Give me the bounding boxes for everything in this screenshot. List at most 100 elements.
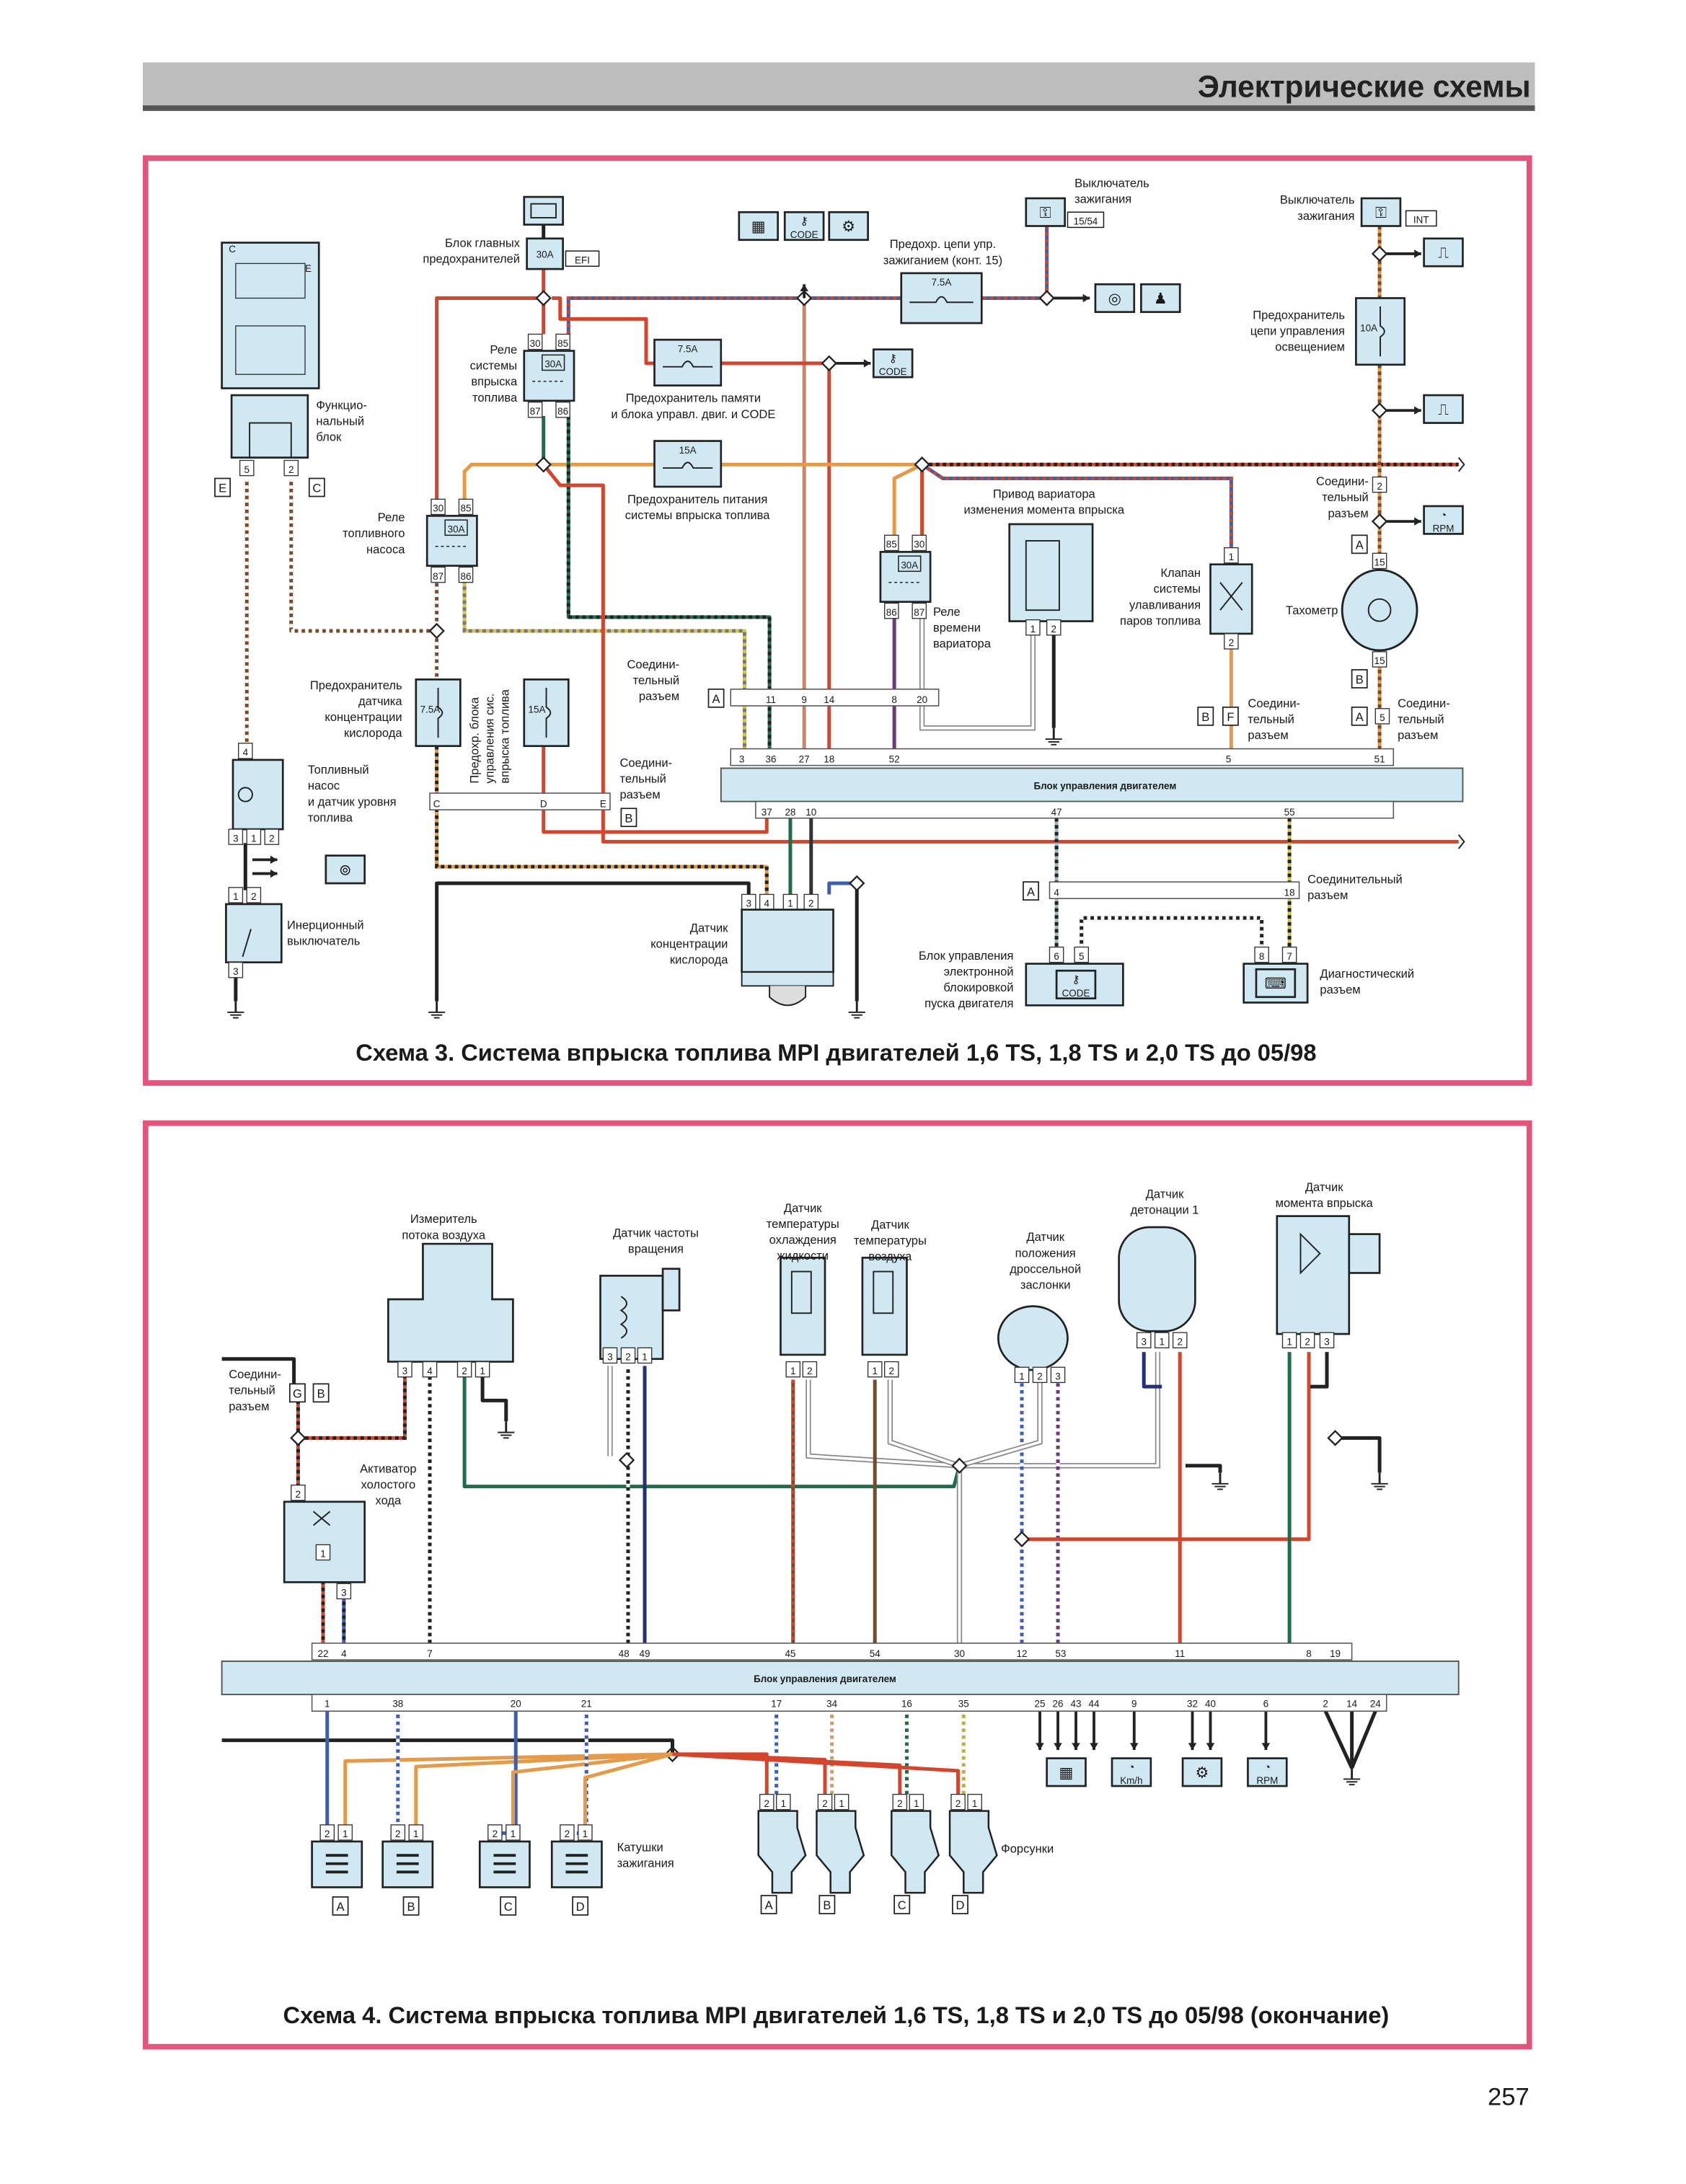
knock-sensor — [1118, 1226, 1196, 1332]
air-temp-sensor-label: температуры — [854, 1234, 927, 1247]
diagnostic-label: разъем — [1320, 983, 1360, 996]
variator-actuator-label: изменения момента впрыска — [963, 503, 1124, 517]
pin-box — [239, 459, 255, 477]
pin-label: 3 — [1055, 1371, 1060, 1382]
ecu-pin: 6 — [1263, 1698, 1268, 1709]
connector-letter-box — [893, 1895, 911, 1914]
knock-shield-wire-core — [959, 1352, 1160, 1467]
pin-label: 8 — [1259, 951, 1264, 962]
speedometer-icon-text: Km/h — [1120, 1775, 1142, 1786]
ecu-pin: 45 — [785, 1648, 795, 1659]
ecu-pin: 25 — [1035, 1698, 1046, 1709]
fuel-gauge-icon — [325, 854, 366, 885]
pin-label: 5 — [1380, 712, 1385, 723]
relay-rating-box — [898, 555, 922, 572]
ignition-switch-right-label: зажигания — [1297, 209, 1354, 223]
ecu-pin: 38 — [392, 1698, 403, 1709]
functional-block-label: нальный — [316, 414, 364, 428]
coolant-sensor-label: охлаждения — [769, 1233, 837, 1247]
header-bar — [143, 62, 1535, 109]
pin-label: 1 — [413, 1829, 418, 1839]
pin-box — [759, 1793, 774, 1811]
pin-label: 1 — [872, 1366, 877, 1376]
pin-label: 1 — [1019, 1371, 1024, 1382]
pin-box — [458, 498, 474, 516]
speedometer-icon-glyph: ◔ — [1128, 1761, 1134, 1774]
pin-box — [1154, 1332, 1170, 1348]
junction-node — [535, 290, 552, 306]
coil-icon — [396, 1854, 419, 1874]
connector-single-label: разъем — [1307, 888, 1348, 902]
timing-3-wire — [1310, 1352, 1329, 1389]
arrow-head — [270, 869, 278, 878]
connector-a-pin: 14 — [824, 694, 834, 705]
fuse-box-mark-c: C — [229, 244, 236, 255]
pin-box — [431, 566, 446, 583]
fuse-element-icon — [909, 296, 974, 304]
fuse-box-mark-e: E — [305, 263, 312, 274]
ecu-pin: 40 — [1205, 1698, 1216, 1709]
pump-relay-label: насоса — [366, 542, 405, 556]
junction-node — [1327, 1430, 1343, 1446]
connector-letter-box — [288, 1383, 306, 1403]
pin-box — [1299, 1332, 1315, 1348]
o2-heater-wire-stripe — [435, 746, 769, 895]
ecu2-bottom-pin-strip — [311, 1694, 1387, 1712]
junction-node — [848, 875, 865, 892]
arrow-head — [1414, 249, 1421, 258]
ecu-pin: 36 — [766, 754, 777, 765]
pin-box — [1281, 1332, 1297, 1348]
lamp-icon-glyph: ⎍ — [1438, 245, 1449, 262]
ecu-pin: 43 — [1071, 1698, 1082, 1709]
pin-label: 30 — [530, 338, 541, 349]
functional-block — [230, 394, 309, 459]
ecu-pin: 24 — [1370, 1698, 1381, 1709]
functional-block-label: Функцио- — [316, 398, 367, 412]
pin-box — [1032, 1366, 1048, 1384]
pin-box — [1049, 946, 1064, 963]
connector-letter: F — [1227, 710, 1234, 724]
variator-relay-87-wire-core — [920, 610, 1035, 730]
arrow-head — [1054, 1743, 1062, 1751]
pin-box — [1372, 552, 1387, 570]
timing-sensor-connector — [1348, 1233, 1381, 1274]
diagnostic-label: Диагностический — [1320, 967, 1414, 981]
pin-label: 1 — [781, 1798, 786, 1809]
pin-label: 3 — [233, 966, 238, 977]
connector-letter-box — [572, 1896, 589, 1916]
pin-label: 2 — [1051, 624, 1056, 635]
pin-box — [1281, 946, 1297, 963]
battery-icon — [523, 195, 564, 226]
main-fuse-block-label: Блок главных — [445, 236, 521, 249]
continuation-chevron — [1457, 457, 1465, 472]
pin-box — [397, 1361, 412, 1378]
abs-icon-glyph: ◎ — [1108, 291, 1121, 307]
connector-letter-box — [308, 477, 325, 498]
pin-box — [315, 1544, 331, 1561]
fuse-rating: 7.5A — [420, 704, 441, 715]
coolant-2-wire-core — [807, 1379, 960, 1467]
header-bar-shadow — [143, 105, 1535, 111]
connector-letter-box — [1023, 881, 1039, 901]
pin-label: 3 — [1324, 1336, 1329, 1347]
pin-box — [560, 1824, 575, 1841]
pin-box — [527, 333, 543, 350]
pin-box — [487, 1824, 503, 1841]
header-title: Электрические схемы — [1198, 70, 1531, 104]
pin-box — [431, 498, 446, 516]
maf-feed-wire — [298, 1372, 407, 1440]
motor-icon — [237, 787, 253, 803]
fuse-rating: 15A — [529, 704, 546, 715]
injection-relay-label: Реле — [490, 342, 517, 356]
knock-sensor-label: Датчик — [1146, 1188, 1184, 1201]
pin-box — [620, 1347, 636, 1364]
canister-valve-label: Клапан — [1160, 566, 1201, 580]
connector-label: Соедини- — [619, 756, 672, 770]
pin-box — [1254, 946, 1269, 963]
injection-relay-label: топлива — [472, 391, 518, 404]
canister-valve-label: паров топлива — [1120, 614, 1201, 627]
pin-label: 2 — [807, 1366, 812, 1376]
ecu-label: Блок управления двигателем — [754, 1674, 896, 1684]
memory-fuse-feed-wire — [552, 296, 655, 366]
air-temp-sensor-label: воздуха — [868, 1250, 912, 1263]
